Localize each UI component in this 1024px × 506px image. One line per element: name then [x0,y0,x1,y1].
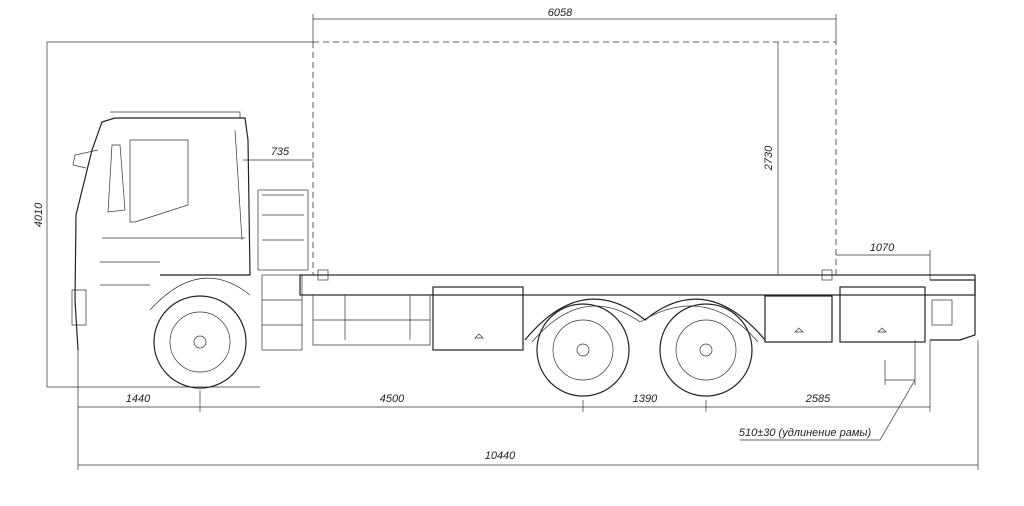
dim-rear-overhang: 2585 [805,393,831,405]
chassis-frame [299,269,976,346]
dim-wheelbase: 4500 [380,393,405,405]
dim-total-length: 10440 [485,450,516,462]
wheels [153,295,753,397]
toolboxes [432,286,926,351]
dim-front-overhang: 1440 [126,393,151,405]
dim-cab-gap: 735 [271,146,290,158]
dim-rear-axle-spacing: 1390 [633,393,658,405]
dim-total-height: 4010 [33,202,45,227]
fenders [524,298,766,343]
front-wheel [153,295,247,389]
dim-rear-overhang-body: 1070 [870,242,895,254]
rear-wheel-1 [536,303,630,397]
truck-cab [71,111,309,351]
dim-frame-extension: 510±30 (удлинение рамы) [739,427,872,439]
rear-wheel-2 [659,303,753,397]
dim-body-height: 2730 [763,145,775,171]
dimension-lines [46,14,979,470]
dim-body-length: 6058 [548,7,573,19]
body-outline [47,41,837,275]
